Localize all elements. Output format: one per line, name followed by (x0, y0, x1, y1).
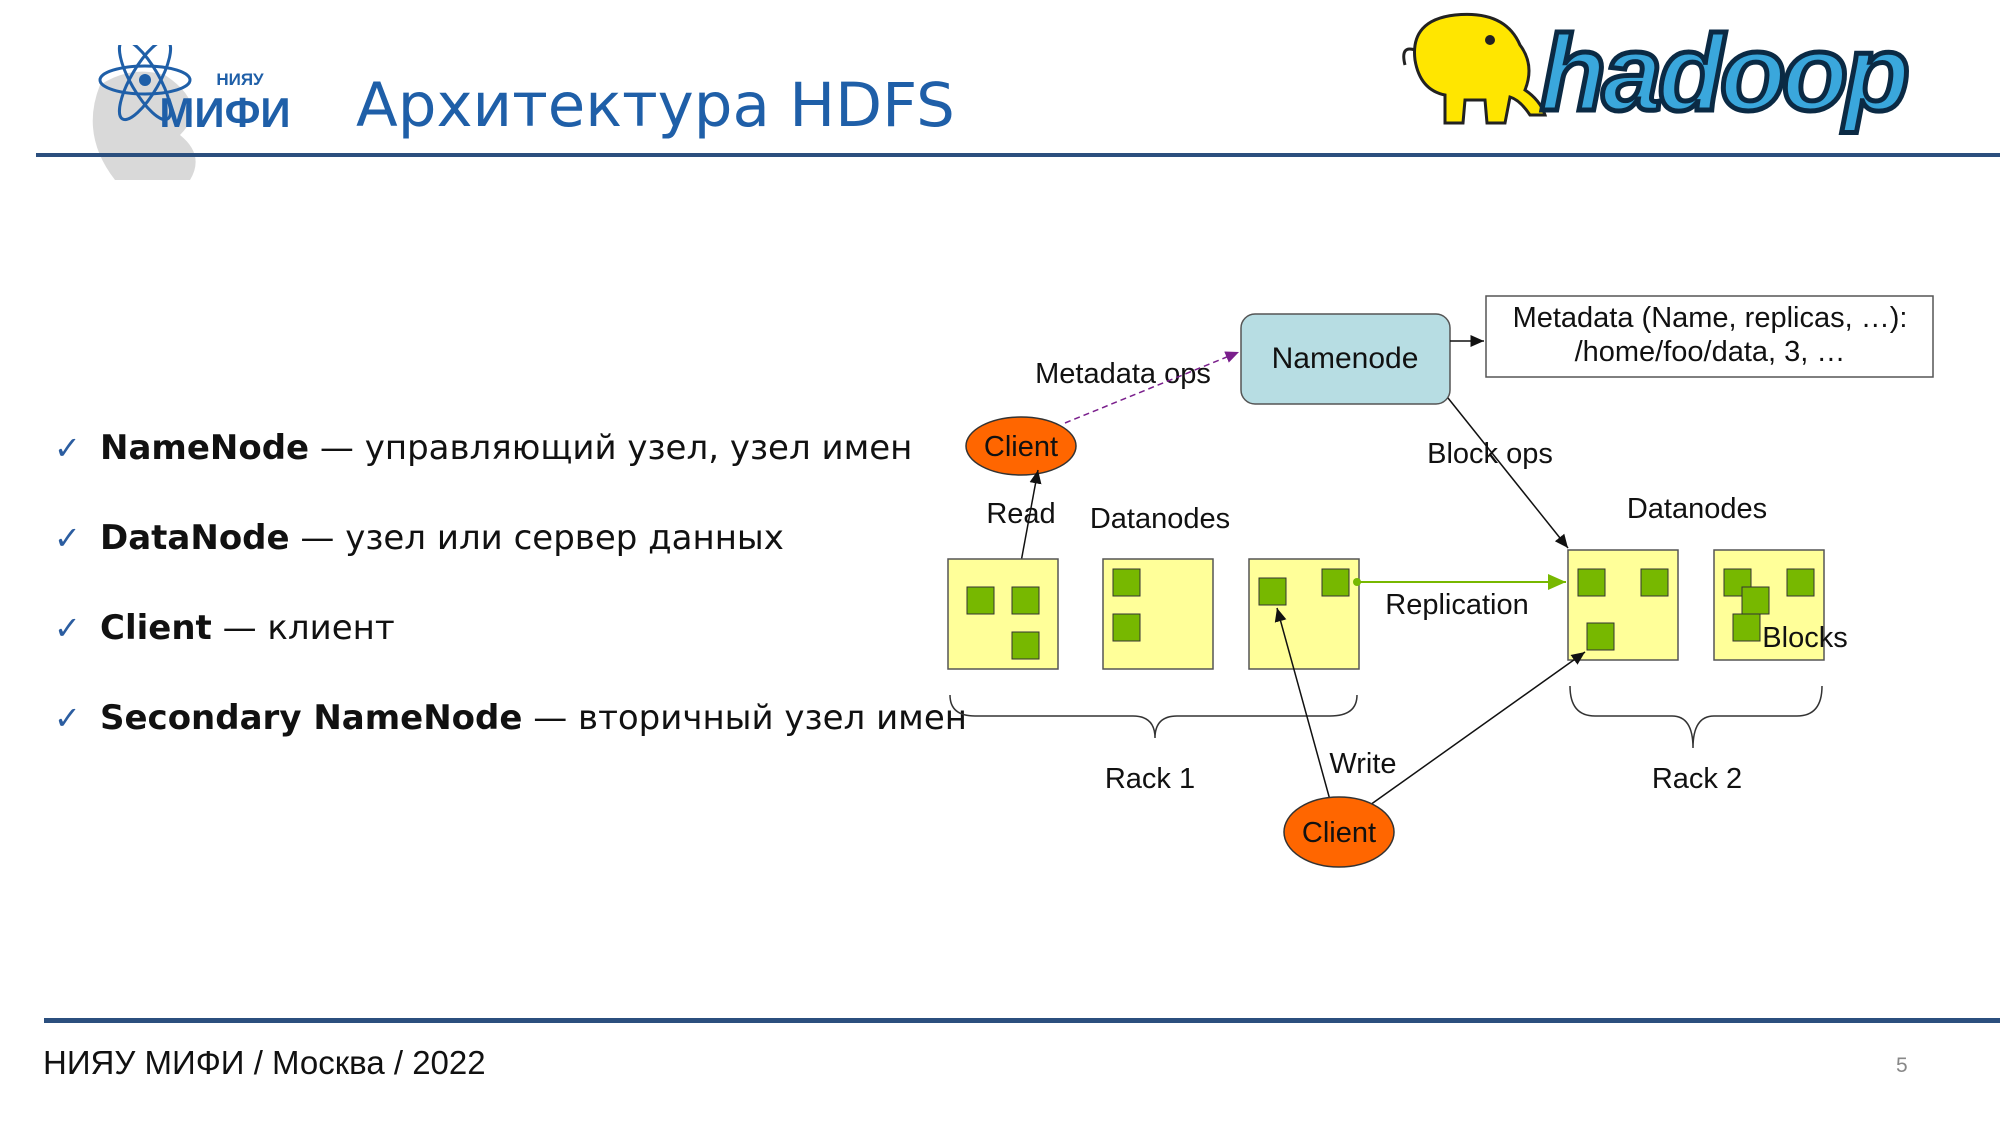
write-arrow (1274, 607, 1331, 801)
check-icon: ✓ (54, 429, 81, 467)
bullet-desc: — узел или сервер данных (289, 518, 784, 558)
metadata-box (1485, 295, 1934, 378)
datanode (947, 558, 1059, 670)
block (1258, 577, 1287, 606)
bullet-item: ✓ Secondary NameNode — вторичный узел име… (54, 698, 967, 738)
rack2-brace (1569, 685, 1823, 749)
replication-dot (1353, 578, 1361, 586)
block (1011, 631, 1040, 660)
block (1011, 586, 1040, 615)
check-icon: ✓ (54, 519, 81, 557)
read-arrow (1020, 469, 1042, 563)
datanodes-right-label: Datanodes (1627, 493, 1767, 525)
metadata-line1: Metadata (Name, replicas, …): (1513, 302, 1908, 334)
bullet-item: ✓ DataNode — узел или сервер данных (54, 518, 784, 558)
block (1586, 622, 1615, 651)
bullet-term: NameNode (100, 428, 310, 468)
metadata-ops-arrow (1064, 351, 1240, 424)
block (1321, 568, 1350, 597)
mephi-logo: НИЯУ МИФИ (92, 45, 291, 180)
mephi-logo-text: МИФИ (159, 89, 290, 136)
block (1577, 568, 1606, 597)
footer-text: НИЯУ МИФИ / Москва / 2022 (43, 1044, 486, 1081)
check-icon: ✓ (54, 609, 81, 647)
bullet-term: DataNode (100, 518, 290, 558)
block (1732, 613, 1761, 642)
namenode-label: Namenode (1272, 342, 1419, 375)
bullet-item: ✓ NameNode — управляющий узел, узел имен (54, 428, 912, 468)
datanode (1567, 549, 1679, 661)
metadata-line2: /home/foo/data, 3, … (1575, 336, 1846, 368)
header-rule (36, 153, 2000, 157)
block-ops-arrow (1447, 397, 1569, 549)
read-label: Read (986, 498, 1055, 530)
hadoop-wordmark: hadoop (1540, 12, 1907, 133)
rack1-brace (949, 694, 1358, 739)
footer-rule (44, 1018, 2000, 1023)
bullet-term: Secondary NameNode (100, 698, 523, 738)
block (1112, 568, 1141, 597)
block (1786, 568, 1815, 597)
block (1640, 568, 1669, 597)
client-top (965, 416, 1077, 476)
bullet-desc: — клиент (211, 608, 395, 648)
bullet-desc: — вторичный узел имен (522, 698, 967, 738)
check-icon: ✓ (54, 699, 81, 737)
write-replica-arrow (1369, 651, 1586, 806)
block (966, 586, 995, 615)
namenode-box (1240, 313, 1451, 405)
client-top-label: Client (984, 431, 1058, 463)
rack2-label: Rack 2 (1652, 763, 1742, 795)
replication-label: Replication (1385, 589, 1528, 621)
mephi-logo-small-text: НИЯУ (216, 70, 264, 89)
metadata-ops-label: Metadata ops (1035, 358, 1211, 390)
bullet-term: Client (100, 608, 212, 648)
bullet-item: ✓ Client — клиент (54, 608, 395, 648)
page-number: 5 (1896, 1054, 1908, 1077)
block (1741, 586, 1770, 615)
block (1112, 613, 1141, 642)
block-ops-label: Block ops (1427, 438, 1553, 470)
write-label: Write (1329, 748, 1396, 780)
bullet-desc: — управляющий узел, узел имен (309, 428, 913, 468)
hadoop-elephant-icon (1402, 12, 1548, 125)
page-title: Архитектура HDFS (356, 70, 955, 141)
hadoop-logo: hadoop (1402, 10, 1913, 136)
datanodes-left-label: Datanodes (1090, 503, 1230, 535)
client-bottom-label: Client (1302, 817, 1376, 849)
blocks-label: Blocks (1762, 622, 1847, 654)
rack1-label: Rack 1 (1105, 763, 1195, 795)
client-bottom (1283, 796, 1395, 868)
